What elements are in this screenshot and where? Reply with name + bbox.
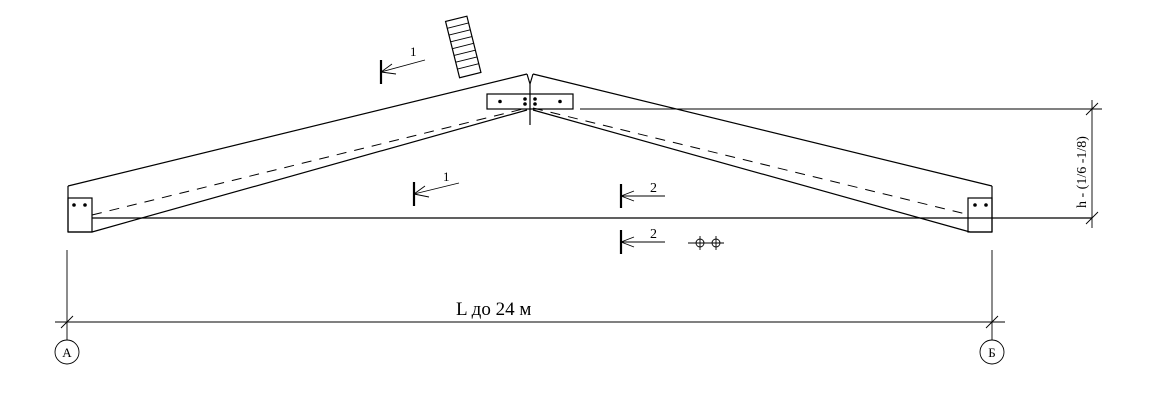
section-mark-2-top: 2 [619, 181, 665, 208]
section-2-top-label: 2 [650, 181, 657, 196]
left-support [67, 186, 93, 233]
right-support [967, 186, 993, 233]
left-rafter [67, 73, 528, 233]
axis-marker-a: А [54, 339, 80, 365]
span-dimension: L до 24 м [55, 250, 1005, 340]
section-1-top-label: 1 [410, 44, 417, 59]
rafter-cross-section [444, 15, 482, 79]
section-mark-1-bottom: 1 [412, 169, 460, 206]
right-rafter [532, 73, 993, 233]
section-2-bottom-label: 2 [650, 227, 657, 242]
ridge-joint [486, 73, 574, 125]
height-dimension: h - (1/6 -1/8) [580, 100, 1102, 228]
axis-a-label: А [62, 345, 72, 360]
section-1-bottom-label: 1 [443, 169, 450, 184]
height-label: h - (1/6 -1/8) [1075, 136, 1090, 208]
bolt-symbols [688, 236, 724, 250]
span-label: L до 24 м [456, 299, 531, 320]
section-mark-2-bottom: 2 [619, 227, 665, 254]
axis-marker-b: Б [979, 339, 1005, 365]
section-mark-1-top: 1 [379, 44, 426, 84]
axis-b-label: Б [988, 345, 995, 360]
